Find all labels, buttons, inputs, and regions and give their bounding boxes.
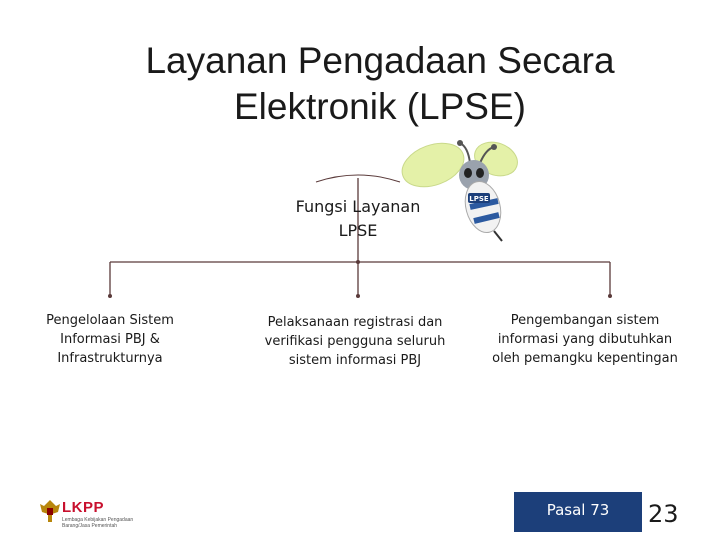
- slide-title: Layanan Pengadaan Secara Elektronik (LPS…: [80, 38, 680, 130]
- title-line-2: Elektronik (LPSE): [234, 86, 526, 127]
- bee-badge-label: LPSE: [469, 195, 489, 203]
- child-node-2-line-3: sistem informasi PBJ: [288, 353, 422, 368]
- root-node: Fungsi Layanan LPSE: [268, 195, 448, 243]
- child-node-2-line-1: Pelaksanaan registrasi dan: [267, 315, 443, 330]
- node-dot-root: [356, 260, 360, 264]
- child-node-1-line-3: Infrastrukturnya: [57, 351, 163, 366]
- child-node-2: Pelaksanaan registrasi dan verifikasi pe…: [250, 313, 460, 370]
- lkpp-logo-subtitle: Lembaga Kebijakan Pengadaan Barang/Jasa …: [62, 517, 134, 529]
- bee-mascot-icon: LPSE: [401, 140, 518, 242]
- child-node-3-line-2: informasi yang dibutuhkan: [497, 332, 673, 347]
- root-node-line-1: Fungsi Layanan: [295, 197, 421, 216]
- node-dot-3: [608, 294, 612, 298]
- title-line-1: Layanan Pengadaan Secara: [145, 40, 615, 81]
- org-chart: [108, 174, 612, 298]
- child-node-3-line-1: Pengembangan sistem: [510, 313, 660, 328]
- garuda-emblem-icon: [40, 500, 60, 522]
- child-node-3-line-3: oleh pemangku kepentingan: [492, 351, 678, 366]
- node-dot-1: [108, 294, 112, 298]
- child-node-2-line-2: verifikasi pengguna seluruh: [264, 334, 446, 349]
- node-dot-2: [356, 294, 360, 298]
- child-node-1: Pengelolaan Sistem Informasi PBJ & Infra…: [24, 311, 196, 368]
- root-node-line-2: LPSE: [338, 221, 378, 240]
- child-node-1-line-2: Informasi PBJ &: [60, 332, 160, 347]
- lkpp-logo-text: LKPP: [62, 499, 105, 516]
- child-node-3: Pengembangan sistem informasi yang dibut…: [478, 311, 692, 368]
- page-number: 23: [648, 500, 679, 528]
- slide-footer: LKPP Lembaga Kebijakan Pengadaan Barang/…: [0, 478, 720, 540]
- pasal-label: Pasal 73: [514, 492, 642, 532]
- child-node-1-line-1: Pengelolaan Sistem: [46, 313, 174, 328]
